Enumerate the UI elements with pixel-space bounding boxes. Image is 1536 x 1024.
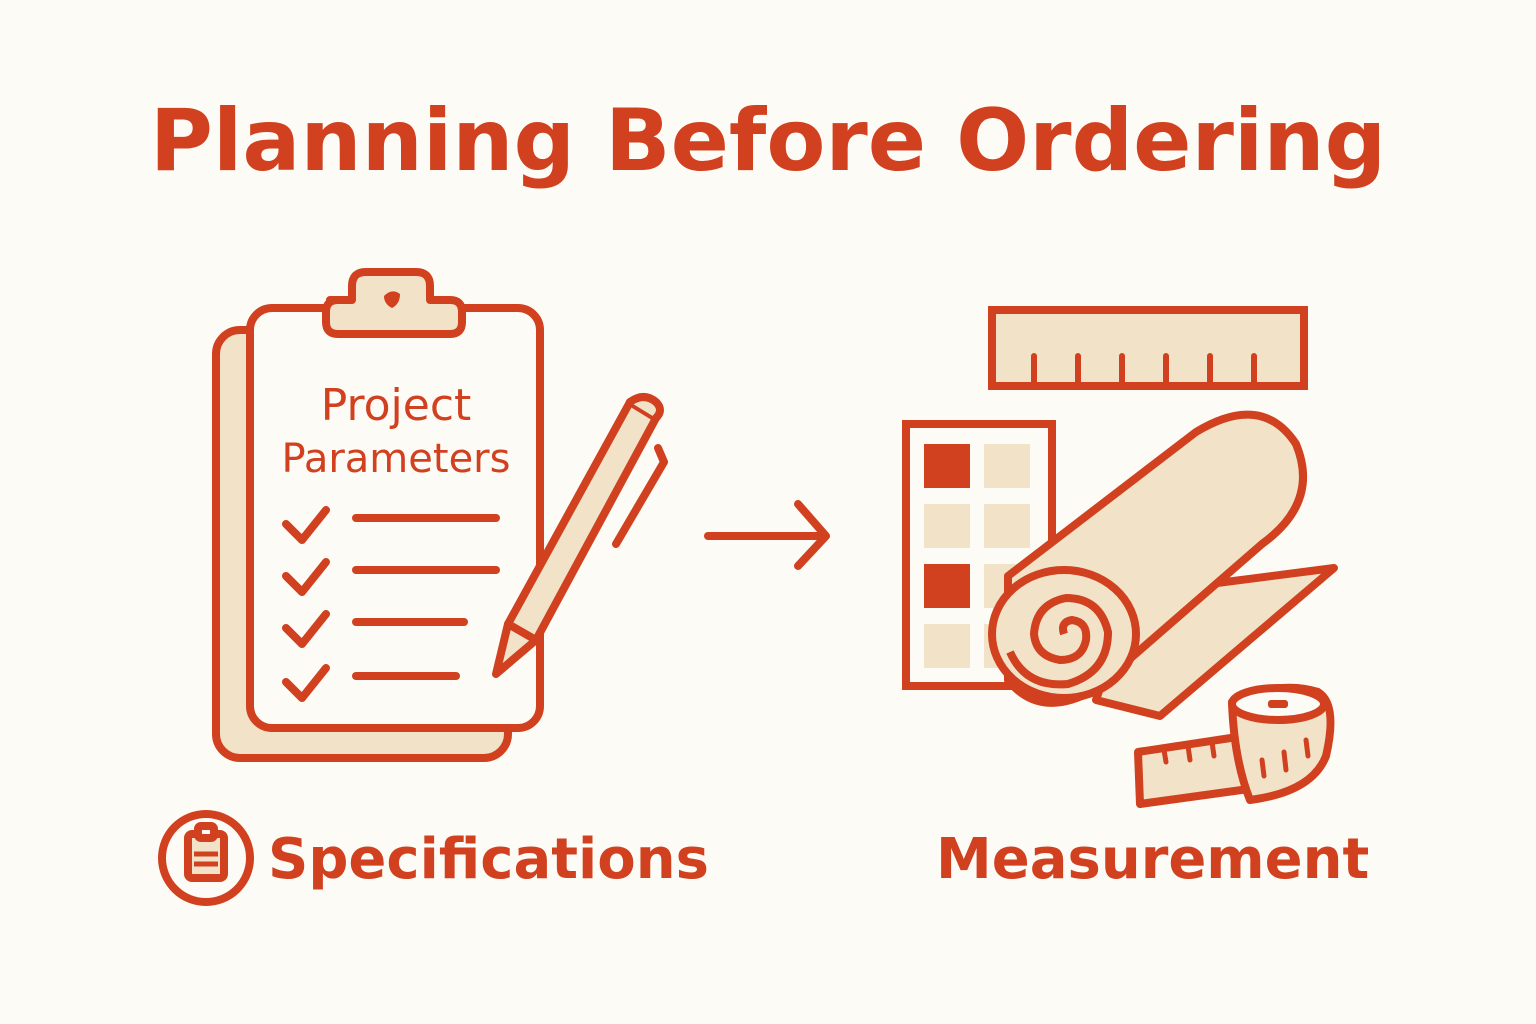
page-title: Planning Before Ordering: [149, 91, 1387, 191]
arrow-right-icon: [704, 500, 830, 570]
checklist: [282, 506, 500, 702]
fabric-roll-icon: [988, 410, 1338, 720]
checklist-item: [282, 610, 468, 648]
check-icon: [282, 610, 330, 648]
clipboard-heading-line2: Parameters: [282, 436, 511, 482]
check-icon: [282, 506, 330, 544]
pen-icon: [492, 393, 668, 678]
clipboard-heading-line1: Project: [321, 380, 472, 431]
check-icon: [282, 558, 330, 596]
ruler-icon: [988, 306, 1308, 390]
checklist-item: [282, 558, 500, 596]
checklist-item: [282, 664, 460, 702]
checklist-item: [282, 506, 500, 544]
clipboard-badge-icon: [158, 810, 254, 906]
check-icon: [282, 664, 330, 702]
measurement-label: Measurement: [936, 827, 1370, 892]
tape-measure-icon: [1134, 683, 1335, 808]
specifications-label: Specifications: [268, 827, 709, 892]
